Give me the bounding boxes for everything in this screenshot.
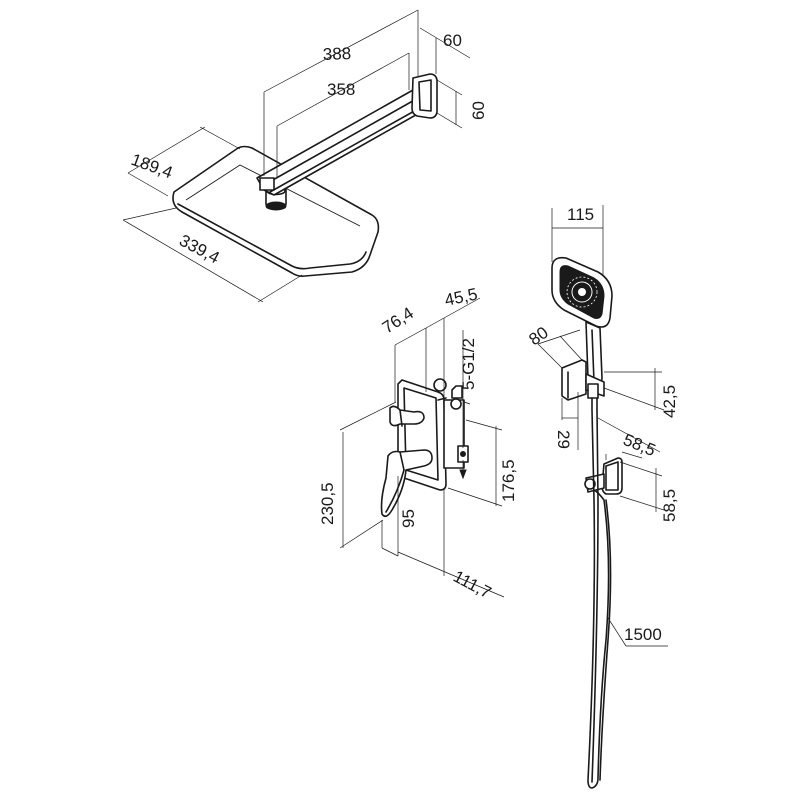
label-mixer-outlet: 5-G1/2 [459,338,478,390]
mixer [380,378,471,518]
nozzle-pattern [566,276,598,308]
shower-head [172,145,380,277]
label-outlet-height: 58,5 [660,489,679,522]
label-arm: 358 [327,80,355,99]
label-outlet-width: 58,5 [621,430,659,460]
label-holder-height: 42,5 [660,385,679,418]
label-holder-depth: 80 [525,323,551,349]
shower-hose [587,397,612,789]
label-mixer-lever: 95 [399,509,418,528]
handshower-dimensions [537,205,668,647]
mixer-diverter [389,405,425,427]
arm-wall-plate [411,73,438,119]
hand-shower-head [551,256,613,328]
label-hose-length: 1500 [624,625,662,644]
label-holder-gap: 29 [554,430,573,449]
label-mixer-depth: 76,4 [379,303,417,337]
mixer-dimensions [339,297,505,598]
label-head-length: 339,4 [176,231,222,268]
label-mixer-height: 230,5 [318,482,337,525]
hose-outlet [584,457,623,495]
mixer-body [397,378,471,491]
label-arm-total: 388 [322,44,351,64]
mixer-lever [380,449,433,518]
label-plate-width: 60 [443,31,462,50]
label-handshower-width: 115 [567,205,594,224]
label-mixer-total: 111,7 [450,567,494,603]
head-dimensions [122,126,303,303]
arm-dimensions [263,9,471,178]
hand-shower [551,256,623,789]
label-plate-height: 60 [469,101,488,120]
label-mixer-plate-depth: 45,5 [443,284,479,309]
overhead-shower [172,73,438,277]
label-mixer-plate-height: 176,5 [499,459,518,502]
shower-arm [256,89,431,196]
